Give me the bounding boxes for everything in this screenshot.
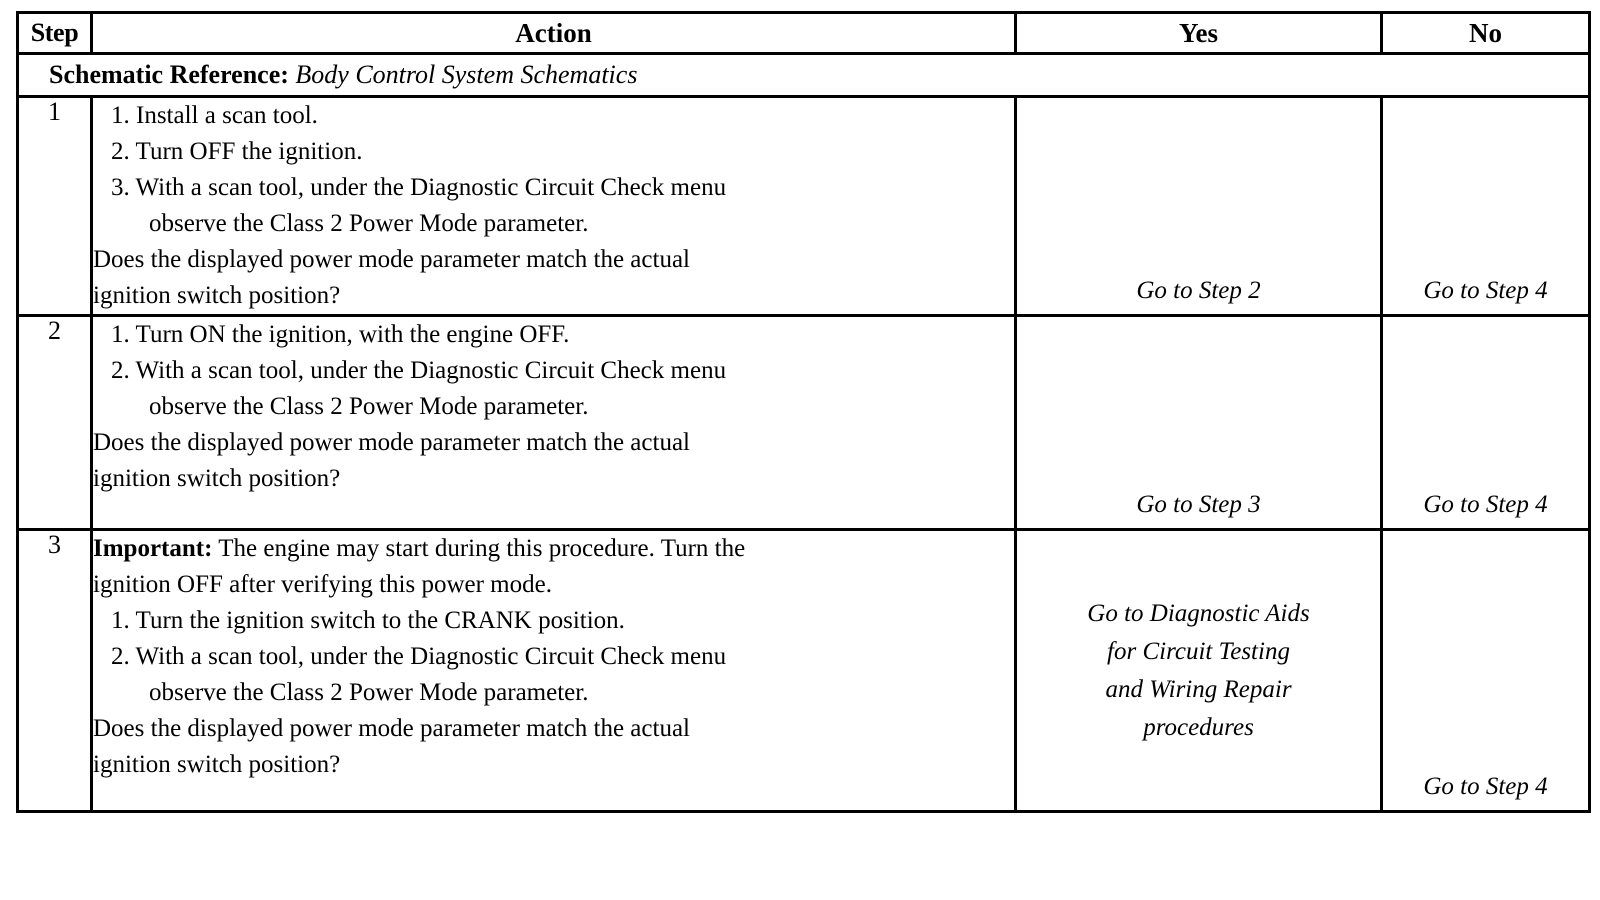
action-line: Does the displayed power mode parameter … [93, 715, 690, 742]
schematic-reference-label: Schematic Reference: [49, 60, 289, 89]
important-text: The engine may start during this procedu… [212, 535, 746, 562]
yes-line: Go to Diagnostic Aids [1087, 599, 1310, 627]
no-cell: Go to Step 4 [1380, 95, 1591, 317]
yes-line: and Wiring Repair [1105, 675, 1292, 703]
action-line: observe the Class 2 Power Mode parameter… [149, 679, 589, 706]
no-value: Go to Step 4 [1423, 491, 1548, 518]
action-cell: 1. Install a scan tool. 2. Turn OFF the … [90, 95, 1017, 317]
action-lines: 1. Install a scan tool. 2. Turn OFF the … [93, 98, 1014, 314]
table-row: 1 1. Install a scan tool. 2. Turn OFF th… [16, 95, 1591, 317]
table-row: 3 Important: The engine may start during… [16, 528, 1591, 813]
action-line: 2. With a scan tool, under the Diagnosti… [111, 357, 727, 384]
action-cell: Important: The engine may start during t… [90, 528, 1017, 813]
action-line: 2. Turn OFF the ignition. [111, 138, 363, 165]
table-header-row: Step Action Yes No [16, 11, 1591, 55]
action-line: Does the displayed power mode parameter … [93, 429, 690, 456]
yes-cell: Go to Step 2 [1014, 95, 1383, 317]
action-line: 1. Turn ON the ignition, with the engine… [111, 321, 570, 348]
action-line: Does the displayed power mode parameter … [93, 246, 690, 273]
action-line: 1. Turn the ignition switch to the CRANK… [111, 607, 625, 634]
yes-cell: Go to Diagnostic Aids for Circuit Testin… [1014, 528, 1383, 813]
step-number: 2 [16, 314, 93, 531]
step-number: 3 [16, 528, 93, 813]
action-line: ignition switch position? [93, 751, 341, 778]
action-line: ignition switch position? [93, 465, 341, 492]
action-line: 3. With a scan tool, under the Diagnosti… [111, 174, 727, 201]
schematic-reference-value: Body Control System Schematics [295, 60, 638, 89]
yes-value: Go to Step 3 [1136, 491, 1261, 518]
no-cell: Go to Step 4 [1380, 314, 1591, 531]
yes-value-block: Go to Diagnostic Aids for Circuit Testin… [1017, 595, 1380, 747]
table-row: 2 1. Turn ON the ignition, with the engi… [16, 314, 1591, 531]
action-line: ignition OFF after verifying this power … [93, 571, 552, 598]
action-line: 1. Install a scan tool. [111, 102, 318, 129]
diagnostic-table: Step Action Yes No Schematic Reference: … [16, 11, 1591, 813]
no-value: Go to Step 4 [1423, 277, 1548, 304]
action-cell: 1. Turn ON the ignition, with the engine… [90, 314, 1017, 531]
schematic-reference-cell: Schematic Reference: Body Control System… [16, 52, 1591, 98]
no-cell: Go to Step 4 [1380, 528, 1591, 813]
no-value: Go to Step 4 [1423, 773, 1548, 800]
yes-value: Go to Step 2 [1136, 277, 1261, 304]
action-line: ignition switch position? [93, 282, 341, 309]
yes-cell: Go to Step 3 [1014, 314, 1383, 531]
action-line: 2. With a scan tool, under the Diagnosti… [111, 643, 727, 670]
yes-line: for Circuit Testing [1107, 637, 1290, 665]
column-header-action: Action [90, 11, 1017, 55]
important-label: Important: [93, 535, 213, 562]
action-lines: 1. Turn ON the ignition, with the engine… [93, 317, 1014, 497]
action-line: observe the Class 2 Power Mode parameter… [149, 210, 589, 237]
column-header-step: Step [16, 11, 93, 55]
step-number: 1 [16, 95, 93, 317]
schematic-reference-row: Schematic Reference: Body Control System… [16, 52, 1591, 98]
action-line: observe the Class 2 Power Mode parameter… [149, 393, 589, 420]
yes-line: procedures [1143, 713, 1254, 741]
column-header-yes: Yes [1014, 11, 1383, 55]
action-lines: Important: The engine may start during t… [93, 531, 1014, 783]
action-line-important: Important: The engine may start during t… [93, 531, 1014, 567]
column-header-no: No [1380, 11, 1591, 55]
